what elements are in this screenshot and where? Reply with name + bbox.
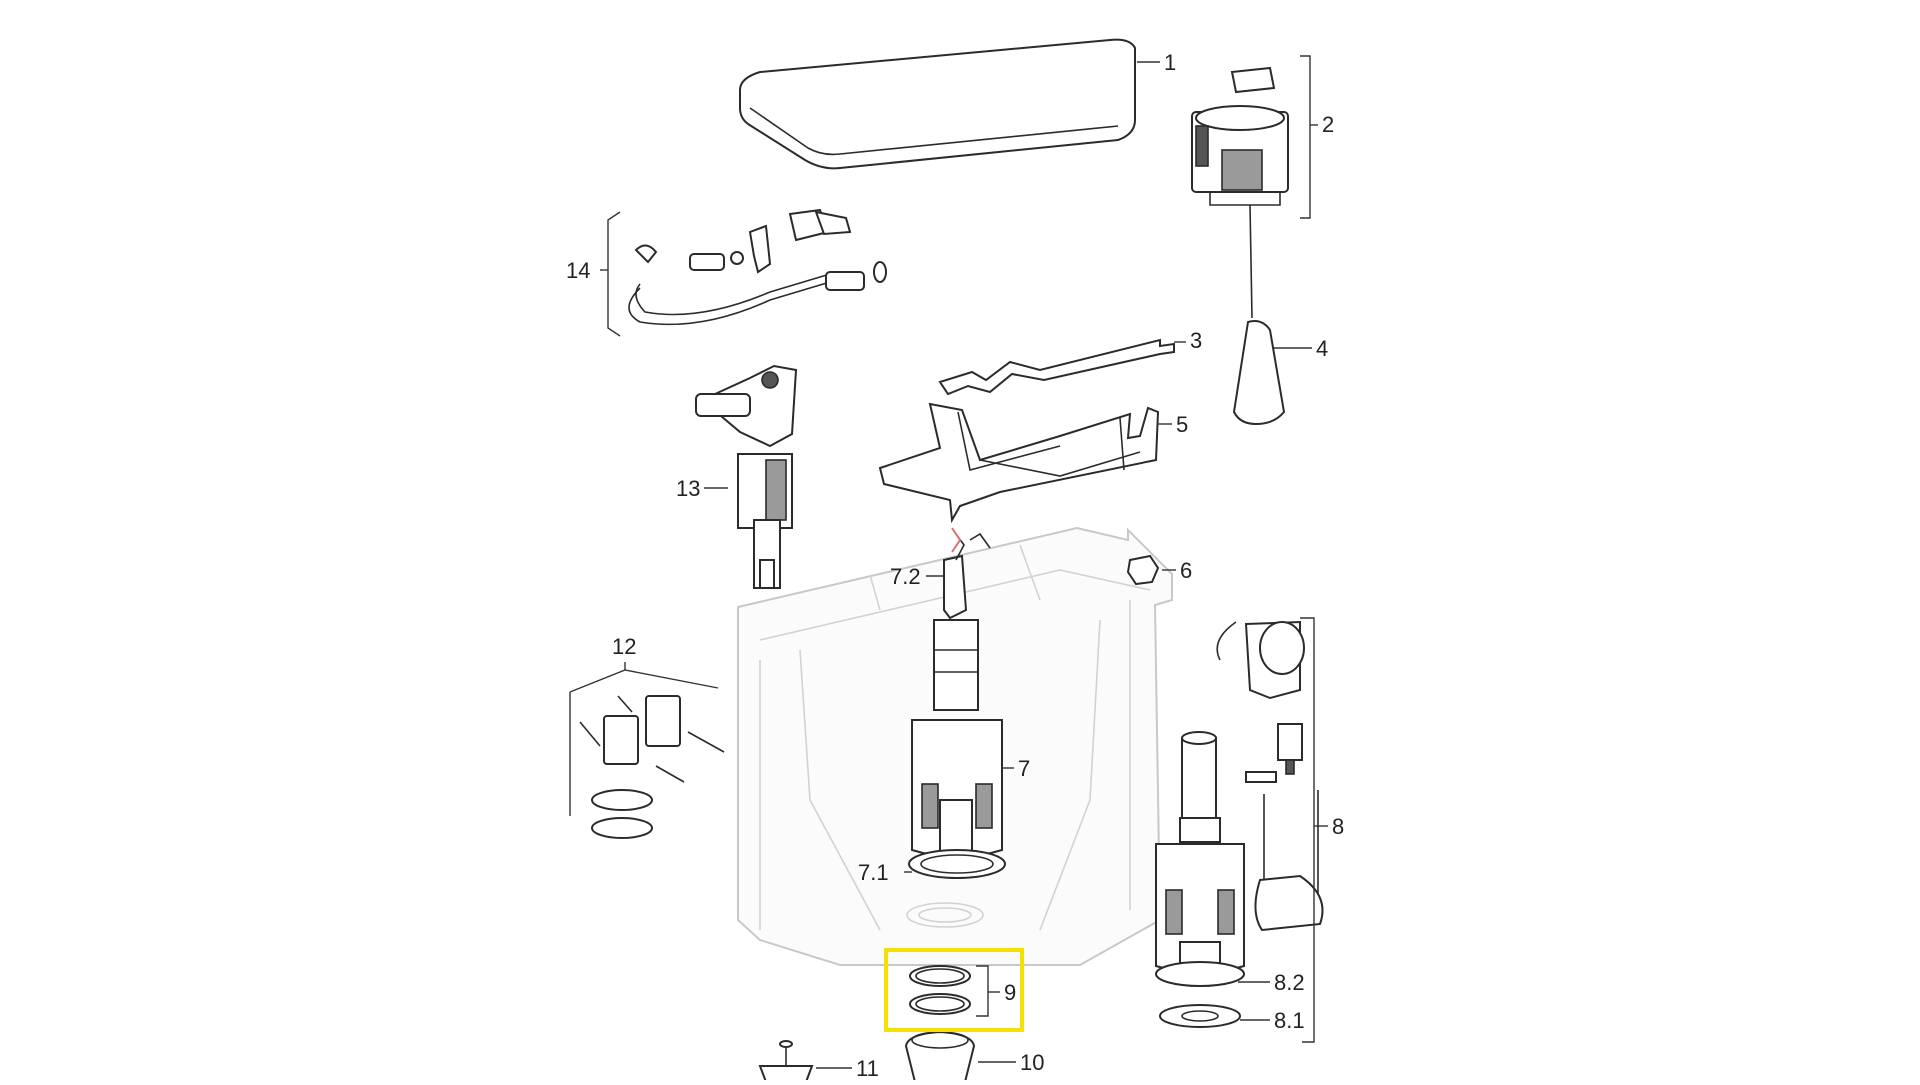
part-2-actuator: [1191, 55, 1318, 319]
label-4: 4: [1316, 336, 1329, 361]
part-11-plug: [758, 1040, 852, 1083]
part-1-lid: [739, 38, 1160, 170]
label-9: 9: [1004, 980, 1017, 1005]
label-7-1: 7.1: [858, 860, 889, 885]
label-7-2: 7.2: [890, 564, 921, 589]
label-14: 14: [566, 258, 591, 283]
label-5: 5: [1176, 412, 1189, 437]
part-14-hose-kit: [600, 208, 887, 337]
label-11: 11: [856, 1056, 879, 1081]
label-3: 3: [1190, 328, 1203, 353]
part-4-weight: [1232, 320, 1312, 426]
label-2: 2: [1322, 112, 1335, 137]
part-6-cap: [1126, 554, 1176, 586]
part-12-fixing-kit: [569, 662, 725, 839]
label-1: 1: [1164, 50, 1177, 75]
label-8: 8: [1332, 814, 1345, 839]
label-7: 7: [1018, 756, 1031, 781]
part-10-cone: [904, 1030, 1016, 1085]
part-5-frame: [878, 402, 1172, 524]
part-13-fill-valve: [695, 364, 798, 589]
label-6: 6: [1180, 558, 1193, 583]
label-8-1: 8.1: [1274, 1008, 1305, 1033]
part-8-valve-set: [1155, 617, 1328, 1043]
label-8-2: 8.2: [1274, 970, 1305, 995]
highlight-frame: [884, 948, 1024, 1032]
part-9-seals: [909, 965, 1000, 1017]
label-13: 13: [676, 476, 701, 501]
part-3-lever: [938, 338, 1186, 396]
label-12: 12: [612, 634, 637, 659]
part-7-flush-valve: [904, 527, 1014, 879]
label-10: 10: [1020, 1050, 1045, 1075]
